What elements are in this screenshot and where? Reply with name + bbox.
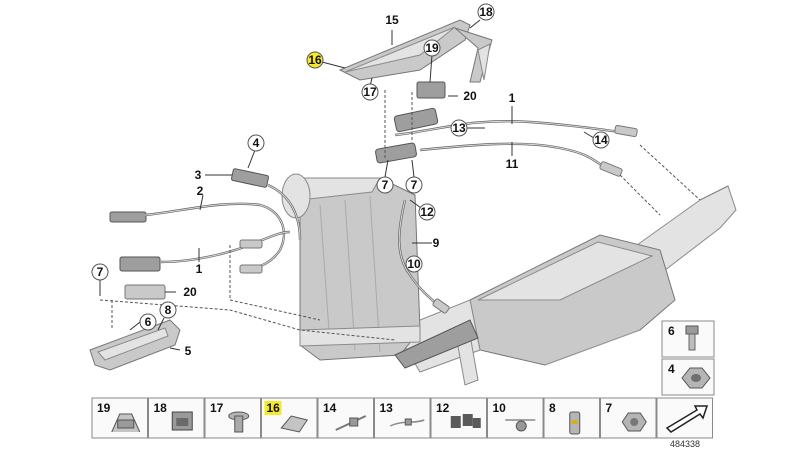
bracket-clip-icon xyxy=(171,411,193,431)
strip-cell-10[interactable]: 10 xyxy=(487,397,544,439)
callout-1-left[interactable]: 1 xyxy=(196,262,203,276)
svg-text:15: 15 xyxy=(385,13,399,27)
strip-cell-14[interactable]: 14 xyxy=(317,397,374,439)
holder-clip-icon xyxy=(280,415,309,433)
callout-5[interactable]: 5 xyxy=(185,344,192,358)
document-number: 484338 xyxy=(670,439,700,449)
cable-strap-icon xyxy=(389,418,425,427)
callout-7-c[interactable]: 7 xyxy=(91,263,109,281)
side-part-6[interactable]: 6 xyxy=(661,320,715,358)
strip-cell-arrow[interactable] xyxy=(656,397,713,439)
svg-text:3: 3 xyxy=(195,168,202,182)
svg-text:7: 7 xyxy=(382,178,389,192)
cable-clip-icon xyxy=(505,419,536,432)
heat-shield xyxy=(338,19,493,83)
callout-10[interactable]: 10 xyxy=(405,255,423,273)
svg-text:13: 13 xyxy=(452,121,466,135)
hex-nut-icon xyxy=(681,367,711,389)
svg-text:6: 6 xyxy=(668,324,675,338)
strip-cell-8[interactable]: 8 xyxy=(543,397,600,439)
callout-19[interactable]: 19 xyxy=(423,39,441,57)
svg-text:9: 9 xyxy=(433,236,440,250)
strip-cell-label: 7 xyxy=(606,401,613,415)
strip-cell-label: 19 xyxy=(97,401,111,415)
callout-8[interactable]: 8 xyxy=(159,301,177,319)
callout-13[interactable]: 13 xyxy=(450,119,468,137)
svg-text:20: 20 xyxy=(183,285,197,299)
callout-20-top[interactable]: 20 xyxy=(463,89,477,103)
strip-cell-19[interactable]: 19 xyxy=(91,397,148,439)
svg-text:4: 4 xyxy=(253,136,260,150)
strip-cell-label: 16 xyxy=(267,401,281,415)
strip-cell-label: 8 xyxy=(549,401,556,415)
strip-cell-13[interactable]: 13 xyxy=(374,397,431,439)
grommet-icon xyxy=(450,414,481,428)
callout-16-highlight[interactable]: 16 xyxy=(306,51,324,69)
side-part-4[interactable]: 4 xyxy=(661,358,715,396)
callout-20-left[interactable]: 20 xyxy=(183,285,197,299)
callout-9[interactable]: 9 xyxy=(433,236,440,250)
callout-7-a[interactable]: 7 xyxy=(376,176,394,194)
callout-6[interactable]: 6 xyxy=(139,313,157,331)
side-parts: 6 4 xyxy=(661,320,715,396)
strip-cell-label: 13 xyxy=(380,401,394,415)
svg-text:6: 6 xyxy=(145,315,152,329)
svg-text:8: 8 xyxy=(165,303,172,317)
callout-14[interactable]: 14 xyxy=(592,131,610,149)
svg-text:17: 17 xyxy=(363,85,377,99)
callout-12[interactable]: 12 xyxy=(418,203,436,221)
strip-cell-label: 12 xyxy=(436,401,450,415)
svg-text:7: 7 xyxy=(411,178,418,192)
callout-1-top[interactable]: 1 xyxy=(509,91,516,105)
strip-cell-label: 17 xyxy=(210,401,224,415)
flange-bolt-icon xyxy=(228,411,250,433)
svg-text:4: 4 xyxy=(668,362,675,376)
arrow-icon xyxy=(665,405,709,433)
clip-icon xyxy=(111,413,141,433)
svg-text:1: 1 xyxy=(509,91,516,105)
strip-cell-16[interactable]: 16 xyxy=(261,397,318,439)
svg-text:5: 5 xyxy=(185,344,192,358)
callout-11[interactable]: 11 xyxy=(506,157,519,171)
spring-nut-icon xyxy=(569,411,581,435)
svg-text:16: 16 xyxy=(308,53,322,67)
svg-text:20: 20 xyxy=(463,89,477,103)
callout-group: 15 18 16 19 17 20 1 13 14 11 4 3 2 7 7 1… xyxy=(91,3,610,358)
strip-cell-12[interactable]: 12 xyxy=(430,397,487,439)
svg-text:18: 18 xyxy=(479,5,493,19)
svg-text:19: 19 xyxy=(425,41,439,55)
strip-cell-7[interactable]: 7 xyxy=(600,397,657,439)
strip-cell-17[interactable]: 17 xyxy=(204,397,261,439)
strip-cell-label: 10 xyxy=(493,401,507,415)
strip-cell-18[interactable]: 18 xyxy=(148,397,205,439)
svg-text:2: 2 xyxy=(197,184,204,198)
callout-18[interactable]: 18 xyxy=(477,3,495,21)
svg-text:14: 14 xyxy=(594,133,608,147)
callout-3[interactable]: 3 xyxy=(195,168,202,182)
strip-cell-label: 18 xyxy=(154,401,168,415)
svg-text:12: 12 xyxy=(420,205,434,219)
callout-4[interactable]: 4 xyxy=(247,134,265,152)
highlight-marker xyxy=(264,401,282,415)
callout-2[interactable]: 2 xyxy=(197,184,204,198)
svg-text:1: 1 xyxy=(196,262,203,276)
svg-text:11: 11 xyxy=(506,157,519,171)
callout-15[interactable]: 15 xyxy=(385,13,399,27)
svg-text:7: 7 xyxy=(97,265,104,279)
svg-text:10: 10 xyxy=(407,257,421,271)
collar-nut-icon xyxy=(621,412,647,432)
bolt-icon xyxy=(685,325,699,351)
callout-7-b[interactable]: 7 xyxy=(405,176,423,194)
callout-17[interactable]: 17 xyxy=(361,83,379,101)
sensor-units xyxy=(89,81,446,371)
strip-cell-label: 14 xyxy=(323,401,337,415)
parts-strip: 19 18 17 16 14 13 12 10 8 7 xyxy=(91,397,713,439)
exhaust-assembly xyxy=(281,173,737,386)
sensor-cables xyxy=(144,120,638,314)
cable-tie-icon xyxy=(335,415,367,431)
